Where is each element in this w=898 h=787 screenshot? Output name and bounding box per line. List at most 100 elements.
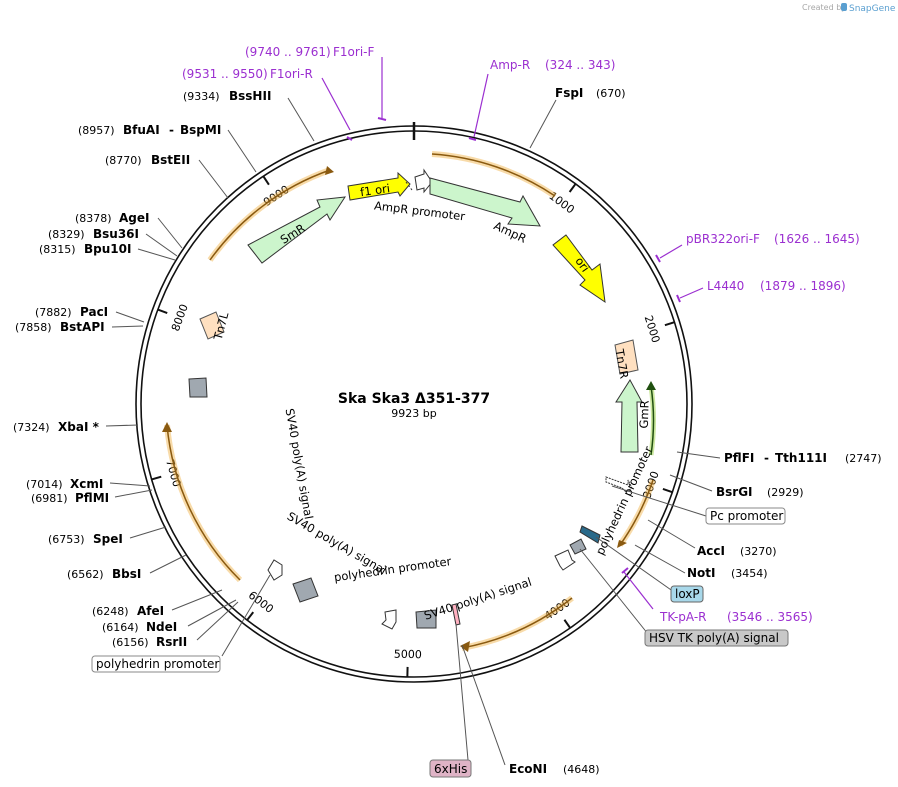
enzyme-pos-fspi: (670) — [596, 87, 626, 100]
feature-label-sv40-left: SV40 poly(A) signal — [285, 509, 389, 577]
feature-polyhedrin-promoter-left — [267, 559, 283, 581]
box-pc-promoter — [705, 507, 786, 525]
enzyme-pos-bfuai: (8957) — [78, 124, 115, 137]
leader-econi — [461, 644, 506, 766]
primer-range-amp-r: (324 .. 343) — [545, 58, 615, 72]
box-polyhedrin-promoter — [91, 655, 221, 673]
feature-label-sv40-bottom: SV40 poly(A) signal — [422, 575, 533, 623]
enzyme-name-afei: AfeI — [137, 604, 164, 618]
leader-polyhedrin-box — [221, 574, 271, 657]
primer-name-l4440: L4440 — [707, 279, 744, 293]
enzyme-pos-noti: (3454) — [731, 567, 768, 580]
leader-bsteii — [198, 159, 229, 199]
feature-label-gmr: GmR — [637, 400, 652, 429]
leader-pflfi — [676, 451, 721, 459]
enzyme-pos-rsrii: (6156) — [112, 636, 149, 649]
enzyme-pos-bsteii: (8770) — [105, 154, 142, 167]
enzyme-pos-paci: (7882) — [35, 306, 72, 319]
tick-mark-1000 — [568, 183, 577, 193]
tick-label-6000: 6000 — [246, 589, 276, 616]
primer-name-amp-r: Amp-R — [490, 58, 530, 72]
enzyme-name-pflfi: PflFI — [724, 451, 754, 465]
enzyme-name-agei: AgeI — [119, 211, 149, 225]
tick-mark-9000 — [262, 175, 270, 186]
tick-mark-2000 — [664, 321, 675, 327]
enzyme-name-econi: EcoNI — [509, 762, 547, 776]
enzyme-name-paci: PacI — [80, 305, 108, 319]
primer-range-l4440: (1879 .. 1896) — [760, 279, 846, 293]
orf-arc-amp-line — [431, 153, 556, 197]
enzyme-name-xbai: XbaI * — [58, 420, 100, 434]
box-6xhis — [429, 759, 472, 778]
feature-ori — [552, 234, 606, 304]
tick-label-8000: 8000 — [169, 302, 191, 333]
leader-fspi — [529, 99, 557, 149]
enzyme-name-spei: SpeI — [93, 532, 123, 546]
enzyme-name-pflmi: PflMI — [75, 491, 109, 505]
leader-ndei — [187, 599, 237, 627]
enzyme-name-bsu36i: Bsu36I — [93, 227, 139, 241]
tick-mark-3000 — [662, 487, 673, 494]
watermark-prefix: Created by — [802, 3, 846, 12]
enzyme-labels: FspI (670) PflFI - Tth111I (2747) BsrGI … — [13, 86, 882, 776]
boxed-leader-lines — [221, 485, 707, 761]
enzyme-name-acci: AccI — [697, 544, 725, 558]
tick-mark-8000 — [157, 308, 168, 314]
orf-arc-smr-line — [209, 169, 331, 261]
enzyme-name-bsshii: BssHII — [229, 89, 271, 103]
enzyme-name-fspi: FspI — [555, 86, 583, 100]
leader-xcmi — [109, 482, 151, 487]
leader-paci — [115, 311, 145, 323]
box-label-polyhedrin-promoter: polyhedrin promoter — [96, 657, 219, 671]
leader-amp-r — [473, 73, 489, 138]
leader-noti — [634, 544, 686, 574]
leader-6xhis — [455, 623, 469, 761]
box-label-pc-promoter: Pc promoter — [710, 509, 783, 523]
box-loxp — [670, 585, 704, 603]
orf-arc-left-line — [166, 424, 241, 581]
leader-acci — [647, 519, 696, 549]
tick-label-5000: 5000 — [394, 648, 422, 662]
tick-mark-6000 — [246, 611, 255, 621]
primer-name-tk-pa-r: TK-pA-R — [659, 610, 707, 624]
enzyme-pos-bbsi: (6562) — [67, 568, 104, 581]
feature-polyhedrin-promoter-bottom — [381, 609, 397, 630]
tick-mark-4000 — [563, 619, 571, 629]
feature-tn7l — [199, 311, 225, 340]
orf-arc-bottom-line — [461, 597, 573, 649]
primer-leader-lines — [321, 57, 704, 610]
snapgene-logo-icon — [841, 3, 847, 11]
orf-arrowhead-smr — [325, 166, 334, 175]
leader-pflmi — [114, 489, 153, 498]
enzyme-name-xcmi: XcmI — [70, 477, 103, 491]
feature-loxp-mark — [579, 525, 601, 544]
feature-label-f1-ori: f1 ori — [359, 181, 391, 199]
feature-label-ampr-promoter: AmpR promoter — [373, 198, 466, 223]
leader-bfuai — [227, 129, 257, 173]
orf-arrowhead-gmr — [646, 381, 656, 390]
leader-pbr322ori-f — [659, 244, 683, 259]
leader-bsshii — [287, 97, 315, 142]
tick-mark-7000 — [151, 475, 162, 481]
enzyme-name-bspmi: BspMI — [180, 123, 221, 137]
watermark-brand: SnapGene — [849, 4, 896, 14]
primer-name-pbr322ori-f: pBR322ori-F — [686, 232, 760, 246]
primer-name-f1ori-f: F1ori-F — [333, 45, 374, 59]
enzyme-pos-pflmi: (6981) — [31, 492, 68, 505]
enzyme-pos-bsshii: (9334) — [183, 90, 220, 103]
primer-range-pbr322ori-f: (1626 .. 1645) — [774, 232, 860, 246]
feature-ampr-promoter — [414, 168, 433, 194]
primer-mark-amp-r — [468, 137, 477, 141]
leader-xbai — [105, 424, 139, 427]
primer-mark-l4440 — [676, 294, 681, 303]
feature-sv40-polya-inner — [188, 377, 208, 398]
enzyme-name-rsrii: RsrII — [156, 635, 187, 649]
enzyme-leader-lines — [105, 97, 721, 766]
leader-bstapi — [111, 325, 144, 328]
feature-smr — [247, 196, 346, 264]
leader-l4440 — [679, 287, 704, 299]
feature-gmr — [615, 379, 643, 453]
feature-tn7r — [614, 339, 639, 375]
enzyme-pos-bpu10i: (8315) — [39, 243, 76, 256]
enzyme-name-bbsi: BbsI — [112, 567, 141, 581]
